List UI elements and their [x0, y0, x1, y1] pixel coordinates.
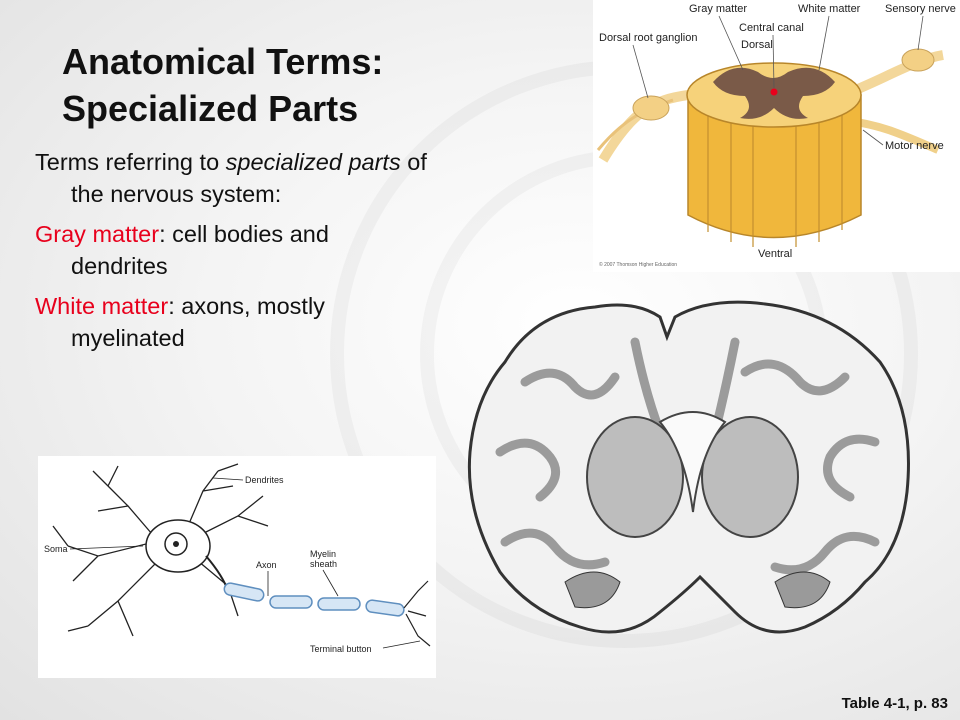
label-central-canal: Central canal	[739, 22, 804, 34]
intro-text: Terms referring to	[35, 149, 226, 175]
label-motor-nerve: Motor nerve	[885, 140, 944, 152]
intro-paragraph: Terms referring to specialized parts of …	[35, 146, 430, 210]
label-dorsal-root-ganglion: Dorsal root ganglion	[599, 32, 697, 44]
label-gray-matter: Gray matter	[689, 3, 747, 15]
table-caption: Table 4-1, p. 83	[841, 695, 948, 712]
label-terminal-button: Terminal button	[310, 644, 372, 654]
title-line-2: Specialized Parts	[62, 88, 359, 129]
white-matter-paragraph: White matter: axons, mostly myelinated	[35, 290, 430, 354]
white-matter-term: White matter	[35, 293, 169, 319]
gray-matter-paragraph: Gray matter: cell bodies and dendrites	[35, 218, 430, 282]
spinal-cord-figure: Gray matter White matter Sensory nerve C…	[593, 0, 960, 272]
neuron-illustration: Dendrites Soma Axon Myelin sheath Termin…	[44, 463, 431, 654]
label-white-matter: White matter	[798, 3, 861, 15]
coronal-brain-section	[467, 300, 910, 634]
label-axon: Axon	[256, 560, 277, 570]
slide-title: Anatomical Terms: Specialized Parts	[62, 38, 482, 132]
intro-emphasis: specialized parts	[225, 149, 401, 175]
gray-matter-term: Gray matter	[35, 221, 160, 247]
intro-text-end: of the nervous system:	[71, 149, 427, 207]
label-sheath: sheath	[310, 559, 337, 569]
slide-body: Terms referring to specialized parts of …	[35, 146, 430, 362]
neuron-figure: Dendrites Soma Axon Myelin sheath Termin…	[38, 456, 436, 678]
label-dendrites: Dendrites	[245, 475, 284, 485]
gray-matter-definition: : cell bodies and dendrites	[71, 221, 329, 279]
title-line-1: Anatomical Terms:	[62, 41, 384, 82]
label-soma: Soma	[44, 544, 68, 554]
copyright-text: © 2007 Thomson Higher Education	[599, 261, 677, 268]
brain-section-figure	[445, 282, 960, 692]
label-dorsal: Dorsal	[741, 39, 773, 51]
white-matter-definition: : axons, mostly myelinated	[71, 293, 325, 351]
label-myelin: Myelin	[310, 549, 336, 559]
spinal-cord-illustration: Gray matter White matter Sensory nerve C…	[596, 3, 956, 268]
label-ventral: Ventral	[758, 248, 792, 260]
label-sensory-nerve: Sensory nerve	[885, 3, 956, 15]
